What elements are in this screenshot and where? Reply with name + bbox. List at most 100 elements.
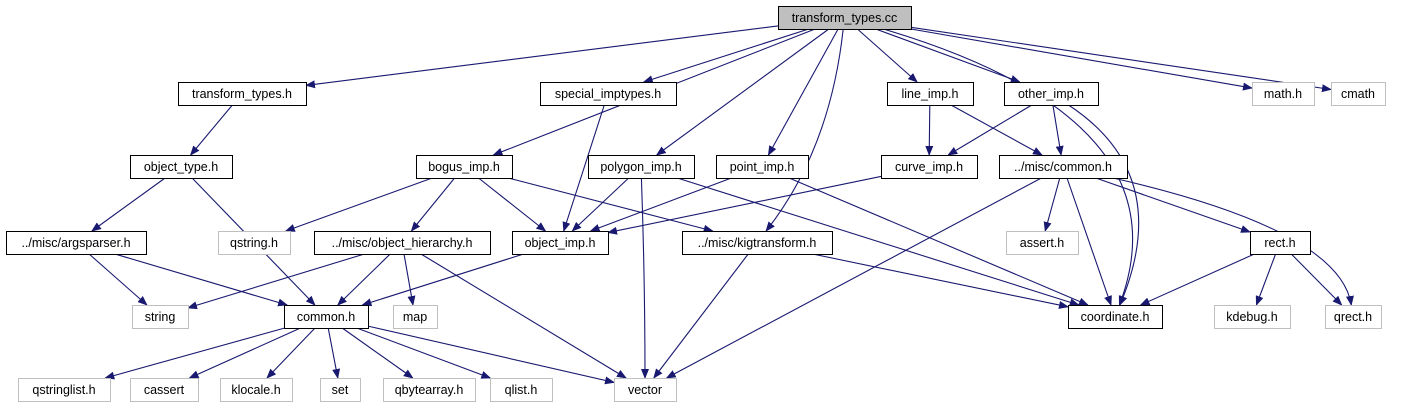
node-box [887,82,974,106]
node-coordinate-h[interactable]: coordinate.h [1068,305,1163,329]
node-math-h: math.h [1252,82,1315,106]
node-label: ../misc/kigtransform.h [698,236,817,250]
node-special-imptypes-h[interactable]: special_imptypes.h [540,82,677,106]
edge-misc-common-h-to-rect-h [1095,177,1251,233]
edge-misc-argsparser-h-to-common-h [114,253,289,307]
node-box [132,305,189,329]
edge-rect-h-to-coordinate-h [1139,253,1255,306]
node-line-imp-h[interactable]: line_imp.h [887,82,974,106]
edge-misc-common-h-to-vector [665,177,1042,379]
edges-layer [88,25,1354,385]
edge-other-imp-h-to-misc-common-h [1052,104,1064,156]
node-box [540,82,677,106]
edge-transform-types-cc-to-misc-kigtransform-h [765,28,844,232]
node-label: special_imptypes.h [555,87,661,101]
node-label: qbytearray.h [395,383,464,397]
node-transform-types-h[interactable]: transform_types.h [178,82,307,106]
node-assert-h: assert.h [1006,231,1079,255]
node-label: transform_types.cc [792,11,898,25]
node-qrect-h: qrect.h [1325,305,1382,329]
node-box [18,378,111,402]
edge-transform-types-cc-to-special-imptypes-h [642,28,809,84]
node-label: object_imp.h [525,236,596,250]
node-polygon-imp-h[interactable]: polygon_imp.h [588,155,695,179]
edge-object-imp-h-to-common-h [361,253,524,307]
node-label: qrect.h [1334,310,1372,324]
node-box [1331,82,1386,106]
node-label: other_imp.h [1018,87,1084,101]
edge-transform-types-cc-to-transform-types-h [305,25,779,89]
node-label: kdebug.h [1226,310,1277,324]
edge-transform-types-cc-to-coordinate-h [883,28,1134,306]
node-label: polygon_imp.h [600,160,681,174]
edge-common-h-to-cassert [188,327,301,379]
node-box [383,378,476,402]
node-box [1325,305,1382,329]
node-label: curve_imp.h [895,160,963,174]
edge-common-h-to-vector [367,325,615,385]
node-label: map [403,310,427,324]
node-map: map [393,305,438,329]
node-set: set [320,378,361,402]
node-misc-common-h[interactable]: ../misc/common.h [999,155,1128,179]
edge-transform-types-cc-to-math-h [910,28,1253,91]
node-box [614,378,677,402]
node-box [284,305,369,329]
edge-misc-common-h-to-coordinate-h [1066,177,1112,306]
node-object-imp-h[interactable]: object_imp.h [512,231,609,255]
node-label: coordinate.h [1081,310,1150,324]
node-label: klocale.h [231,383,280,397]
node-curve-imp-h[interactable]: curve_imp.h [881,155,978,179]
edge-transform-types-h-to-object-type-h [189,104,233,156]
node-box [1250,231,1311,255]
node-box [999,155,1128,179]
edge-misc-kigtransform-h-to-coordinate-h [812,253,1069,309]
node-box [1006,231,1079,255]
node-box [314,231,491,255]
node-label: math.h [1264,87,1302,101]
node-point-imp-h[interactable]: point_imp.h [716,155,809,179]
node-label: point_imp.h [730,160,795,174]
node-klocale-h: klocale.h [220,378,293,402]
node-label: cmath [1341,87,1375,101]
node-misc-object-hierarchy-h[interactable]: ../misc/object_hierarchy.h [314,231,491,255]
edge-misc-object-hierarchy-h-to-string [187,253,365,310]
edge-transform-types-cc-to-other-imp-h [875,28,1021,83]
node-rect-h[interactable]: rect.h [1250,231,1311,255]
node-kdebug-h: kdebug.h [1214,305,1291,329]
nodes-layer: transform_types.cc transform_types.h speci… [6,6,1386,402]
node-box [416,155,513,179]
node-label: qstring.h [230,236,278,250]
node-other-imp-h[interactable]: other_imp.h [1004,82,1099,106]
node-box [220,378,293,402]
node-label: common.h [297,310,355,324]
node-qlist-h: qlist.h [490,378,553,402]
node-label: transform_types.h [192,87,292,101]
edge-polygon-imp-h-to-vector [640,177,649,379]
node-transform-types-cc[interactable]: transform_types.cc [778,6,912,30]
node-misc-argsparser-h[interactable]: ../misc/argsparser.h [6,231,147,255]
node-box [1068,305,1163,329]
edge-bogus-imp-h-to-misc-kigtransform-h [508,177,714,233]
edge-object-type-h-to-misc-argsparser-h [91,177,166,232]
node-object-type-h[interactable]: object_type.h [130,155,233,179]
node-box [178,82,307,106]
node-box [490,378,553,402]
node-box [393,305,438,329]
node-label: vector [628,383,662,397]
node-box [1214,305,1291,329]
node-label: cassert [144,383,185,397]
edge-bogus-imp-h-to-object-imp-h [478,177,547,232]
edge-line-imp-h-to-curve-imp-h [925,104,934,156]
node-box [512,231,609,255]
edge-transform-types-cc-to-point-imp-h [767,28,839,156]
node-string: string [132,305,189,329]
edge-misc-object-hierarchy-h-to-vector [420,253,627,379]
node-misc-kigtransform-h[interactable]: ../misc/kigtransform.h [682,231,833,255]
node-bogus-imp-h[interactable]: bogus_imp.h [416,155,513,179]
node-common-h[interactable]: common.h [284,305,369,329]
edge-transform-types-cc-to-polygon-imp-h [655,28,830,156]
node-label: ../misc/common.h [1014,160,1112,174]
node-box [1004,82,1099,106]
